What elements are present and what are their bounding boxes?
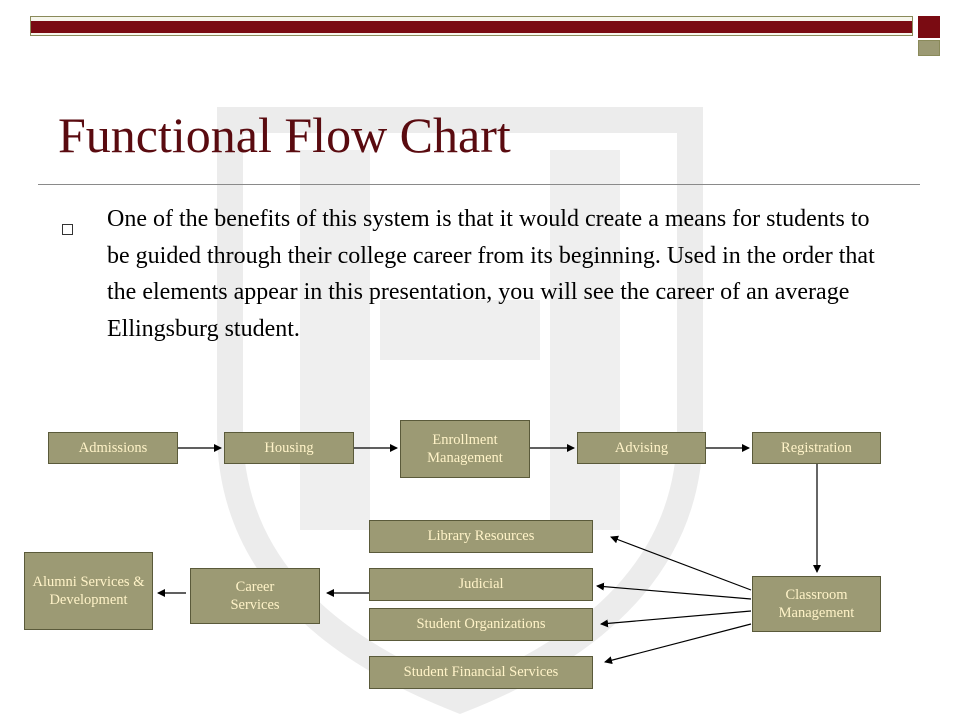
node-career-services: Career Services	[190, 568, 320, 624]
node-student-organizations: Student Organizations	[369, 608, 593, 641]
node-enrollment-management: Enrollment Management	[400, 420, 530, 478]
slide-title: Functional Flow Chart	[58, 107, 511, 163]
node-judicial: Judicial	[369, 568, 593, 601]
node-registration: Registration	[752, 432, 881, 464]
node-alumni-services: Alumni Services & Development	[24, 552, 153, 630]
header-bar-stripe	[31, 21, 912, 33]
corner-square-light	[918, 40, 940, 56]
node-advising: Advising	[577, 432, 706, 464]
node-library-resources: Library Resources	[369, 520, 593, 553]
arrow-classroom-financial	[604, 623, 752, 665]
node-admissions: Admissions	[48, 432, 178, 464]
node-classroom-management: Classroom Management	[752, 576, 881, 632]
arrow-classroom-student-orgs	[600, 610, 752, 628]
bullet-text: One of the benefits of this system is th…	[107, 206, 875, 342]
bullet-square-icon	[62, 224, 73, 235]
title-divider	[38, 184, 920, 185]
node-student-financial-services: Student Financial Services	[369, 656, 593, 689]
arrow-classroom-judicial	[596, 582, 752, 600]
node-housing: Housing	[224, 432, 354, 464]
arrow-classroom-library	[610, 535, 752, 591]
corner-square-dark	[918, 16, 940, 38]
header-bar	[30, 16, 913, 36]
